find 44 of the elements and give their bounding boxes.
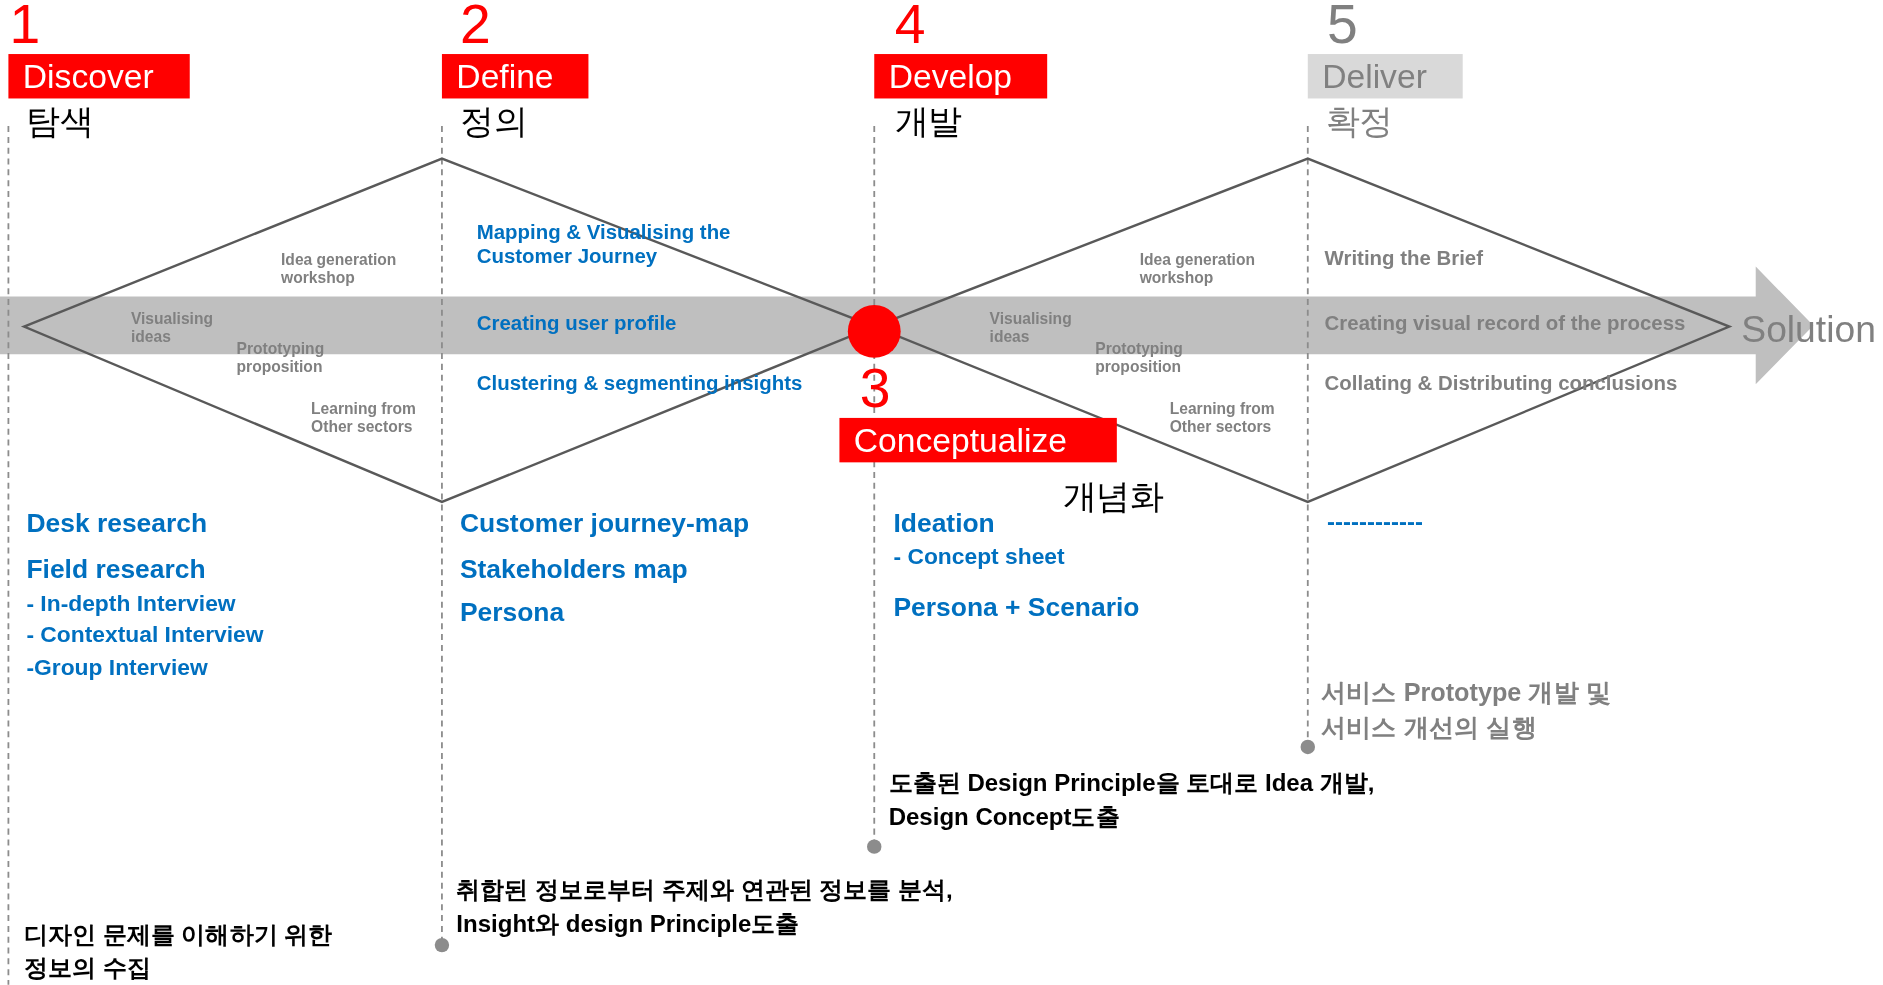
method-text: Desk research [26, 508, 208, 539]
phase-label: Deliver [1307, 54, 1463, 99]
method-text: Field research [26, 553, 206, 584]
description-text: 디자인 문제를 이해하기 위한 정보의 수집 [24, 920, 334, 984]
activity-text: Visualising ideas [130, 311, 215, 347]
phase-label: Discover [8, 54, 190, 99]
method-text: Clustering & segmenting insights [476, 372, 803, 396]
phase-label: Define [441, 54, 589, 99]
method-text: Creating user profile [476, 312, 677, 336]
activity-text: Visualising ideas [989, 311, 1073, 347]
description-text: 서비스 Prototype 개발 및 서비스 개선의 실행 [1321, 677, 1613, 744]
activity-text: Prototyping proposition [1095, 341, 1184, 377]
step-number: 2 [459, 0, 491, 56]
activity-text: Learning from Other sectors [311, 401, 417, 437]
method-text: Writing the Brief [1324, 247, 1483, 271]
method-text: - In-depth Interview [26, 590, 236, 618]
method-text: Creating visual record of the process [1324, 312, 1686, 336]
korean-subtitle: 확정 [1325, 103, 1394, 142]
method-text: ------------ [1327, 508, 1423, 536]
step-number: 4 [894, 0, 926, 56]
korean-subtitle: 개발 [894, 103, 962, 142]
activity-text: Learning from Other sectors [1169, 401, 1276, 437]
activity-text: Idea generation workshop [1139, 252, 1257, 289]
korean-subtitle: 개념화 [1062, 477, 1164, 517]
phase-label: Develop [874, 54, 1048, 99]
method-text: -Group Interview [26, 654, 208, 681]
method-text: Persona [459, 596, 565, 628]
step-number: 5 [1327, 0, 1358, 56]
activity-text: Idea generation workshop [281, 252, 398, 289]
activity-text: Prototyping proposition [236, 341, 326, 377]
arrow-label: Solution [1741, 308, 1876, 352]
phase-label: Conceptualize [839, 417, 1117, 463]
method-text: Stakeholders map [459, 553, 688, 584]
method-text: Customer journey-map [459, 508, 750, 539]
method-text: Persona + Scenario [893, 592, 1140, 623]
step-number: 1 [9, 0, 41, 56]
description-text: 도출된 Design Principle을 토대로 Idea 개발, Design Concept도출 [888, 768, 1376, 832]
korean-subtitle: 정의 [459, 103, 528, 142]
korean-subtitle: 탐색 [26, 103, 94, 142]
method-text: Ideation [893, 508, 995, 539]
method-text: - Contextual Interview [26, 622, 264, 649]
description-text: 취합된 정보로부터 주제와 연관된 정보를 분석, Insight와 design Principle도출 [456, 875, 954, 939]
method-text: - Concept sheet [893, 544, 1065, 571]
step-number: 3 [859, 356, 891, 420]
